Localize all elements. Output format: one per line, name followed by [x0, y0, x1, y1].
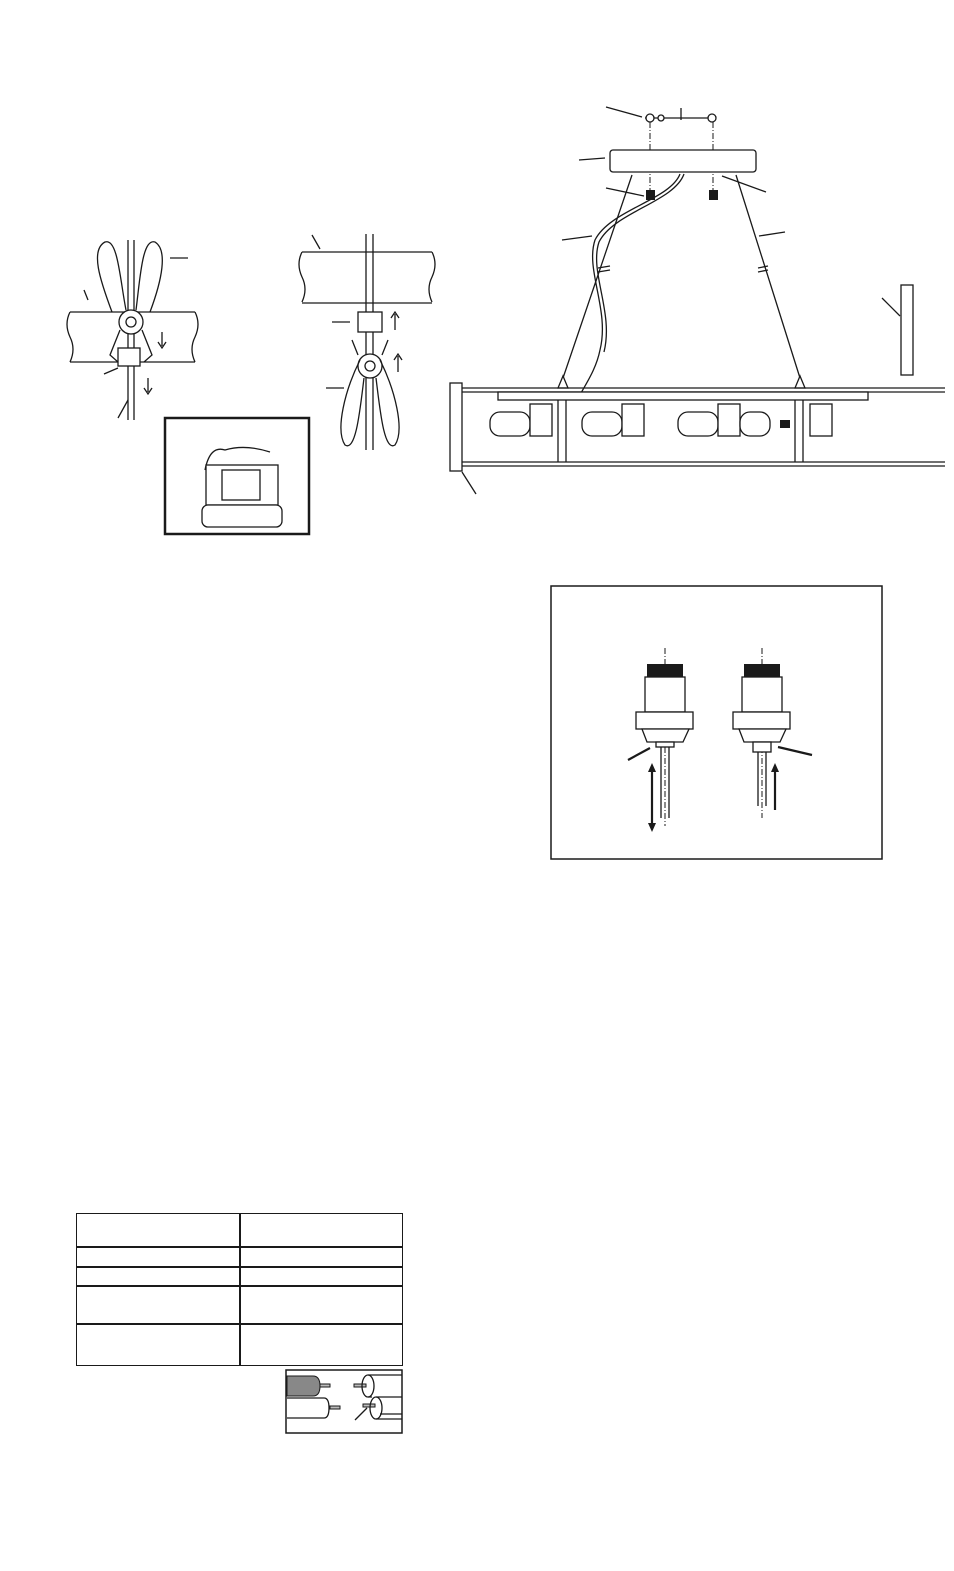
table-cell — [239, 1323, 403, 1366]
socket-adjustment-detail — [550, 585, 883, 860]
table-cell — [76, 1246, 241, 1268]
table-cell — [239, 1285, 403, 1325]
table-header-left — [76, 1213, 241, 1248]
table-cell — [76, 1323, 241, 1366]
table-cell — [239, 1266, 403, 1287]
pliers-figure-push-up — [298, 234, 436, 450]
fixture-assembly-diagram — [449, 106, 945, 495]
table-cell — [76, 1285, 241, 1325]
table-header-right — [239, 1213, 403, 1248]
wire-strip-illustration — [285, 1369, 403, 1434]
table-cell — [76, 1266, 241, 1287]
inset-wire-nut-detail — [163, 416, 311, 536]
table-cell — [239, 1246, 403, 1268]
pliers-figure-pull-down — [66, 240, 199, 420]
wire-connection-table — [76, 1213, 403, 1366]
